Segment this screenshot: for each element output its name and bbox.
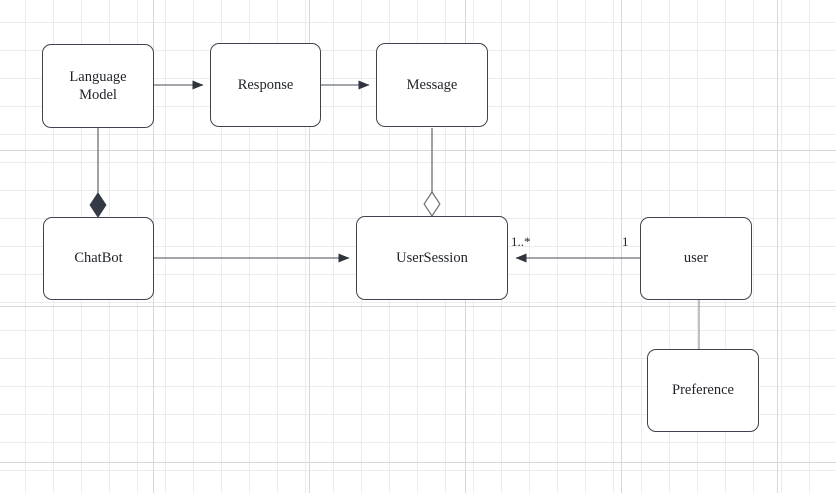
node-message[interactable]: Message <box>376 43 488 127</box>
node-label-language-model: Language Model <box>69 68 127 103</box>
node-chatbot[interactable]: ChatBot <box>43 217 154 300</box>
node-usersession[interactable]: UserSession <box>356 216 508 300</box>
node-label-usersession: UserSession <box>396 249 468 266</box>
edge-label-multiplicity-one: 1 <box>622 234 629 249</box>
node-language-model[interactable]: Language Model <box>42 44 154 128</box>
node-response[interactable]: Response <box>210 43 321 127</box>
node-label-message: Message <box>406 76 458 93</box>
node-label-user: user <box>683 250 709 267</box>
node-user[interactable]: user <box>640 217 752 300</box>
node-label-response: Response <box>237 76 294 93</box>
node-label-chatbot: ChatBot <box>74 250 123 267</box>
edge-label-multiplicity-many: 1..* <box>511 234 531 249</box>
node-preference[interactable]: Preference <box>647 349 759 432</box>
node-label-preference: Preference <box>672 382 734 399</box>
